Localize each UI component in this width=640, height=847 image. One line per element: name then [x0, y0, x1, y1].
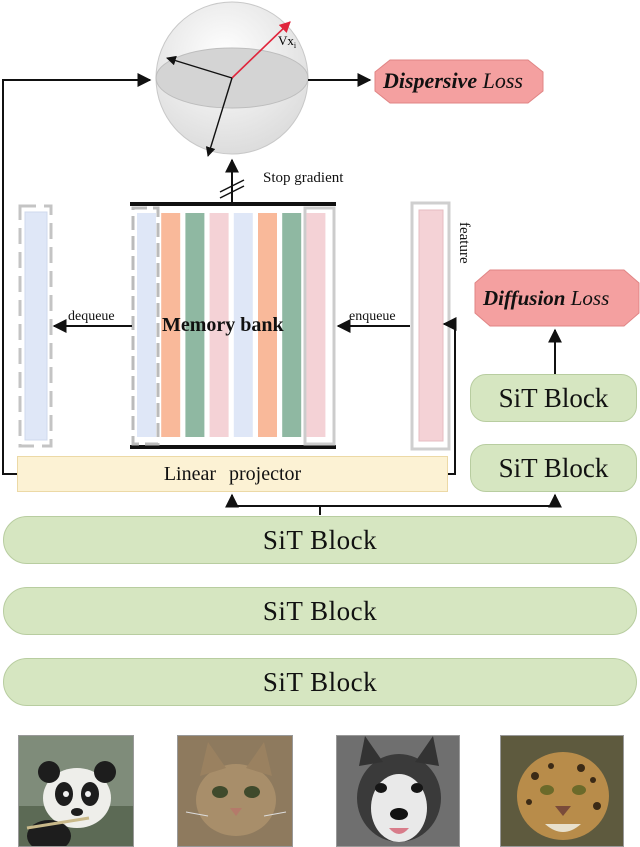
sit-block-3: SiT Block	[3, 658, 637, 706]
dispersive-loss-box	[374, 59, 544, 104]
sit-block-1: SiT Block	[3, 516, 637, 564]
memory-bank-stripes	[137, 213, 326, 437]
memory-bank-stripe	[306, 213, 326, 437]
stop-mark-1	[219, 179, 245, 193]
diffusion-loss-box	[474, 269, 640, 327]
memory-bank-stripe	[137, 213, 156, 437]
husky-image	[336, 735, 460, 847]
linear-projector: Linear projector	[17, 456, 448, 492]
dequeued-feature	[24, 211, 48, 441]
dequeued-slot	[18, 204, 53, 448]
memory-bank-stripe	[185, 213, 205, 437]
feature-label: feature	[456, 222, 472, 264]
diagram-canvas: Vxi	[2, 1, 640, 515]
memory-bank-stripe	[233, 213, 253, 437]
vector-left	[166, 55, 233, 79]
sit-block-right-bottom: SiT Block	[470, 444, 637, 492]
vector-red	[231, 21, 291, 79]
hypersphere: Vxi	[155, 1, 309, 157]
arrow-feedback-loop	[2, 73, 152, 475]
sit-block-right-top: SiT Block	[470, 374, 637, 422]
dequeue-label: dequeue	[68, 309, 115, 324]
memory-bank-stripe	[258, 213, 277, 437]
memory-bank-stripe	[209, 213, 229, 437]
leopard-image	[500, 735, 624, 847]
diffusion-loss-label: Diffusion Loss	[483, 286, 610, 310]
cat-image	[177, 735, 293, 847]
memory-bank-stripe	[282, 213, 302, 437]
memory-bank-stripe	[161, 213, 181, 437]
stop-gradient-label: Stop gradient	[263, 170, 344, 186]
memory-bank	[130, 202, 336, 449]
sit-block-2: SiT Block	[3, 587, 637, 635]
enqueue-label: enqueue	[349, 309, 396, 324]
stop-mark-2	[219, 185, 245, 199]
memory-bank-label: Memory bank	[162, 314, 284, 336]
arrow-projector-to-feature	[442, 317, 457, 475]
panda-image	[18, 735, 134, 847]
dispersive-loss-label: Dispersive Loss	[383, 68, 523, 93]
vector-down	[205, 77, 233, 157]
vector-label: Vxi	[278, 33, 297, 50]
new-feature	[418, 209, 444, 442]
